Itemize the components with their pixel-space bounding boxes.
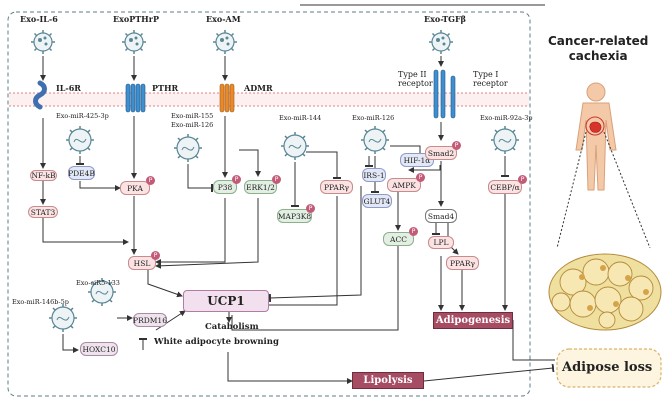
hsl-node: HSL — [128, 256, 156, 270]
mir126a-label: Exo-miR-126 — [171, 121, 214, 129]
acc-node: ACC — [383, 232, 414, 246]
catabolism-label: Catabolism — [205, 322, 259, 332]
mir425-label: Exo-miR-425-3p — [56, 112, 109, 120]
pka-node: PKA — [120, 181, 150, 195]
smad4-node: Smad4 — [425, 209, 457, 223]
adipose-loss-label: Adipose loss — [562, 360, 653, 375]
nfkb-node: NF-kB — [30, 170, 57, 181]
smad2-node: Smad2 — [425, 146, 457, 160]
erk-node: ERK1/2 — [244, 180, 277, 194]
mir92a-label: Exo-miR-92a-3p — [480, 114, 533, 122]
stat3-node: STAT3 — [28, 206, 58, 218]
mir144-label: Exo-miR-144 — [279, 114, 322, 122]
cir385-label: Exo-ciR5-133 — [76, 279, 120, 287]
ucp1-node: UCP1 — [183, 290, 269, 312]
phospho-badge: P — [518, 175, 527, 184]
p38-node: P38 — [213, 180, 237, 194]
exo-il6-label: Exo-IL-6 — [20, 14, 58, 24]
lpl-node: LPL — [428, 236, 454, 249]
type1-receptor-label: Type I receptor — [473, 70, 508, 89]
prdm16-node: PRDM16 — [133, 313, 167, 327]
phospho-badge: P — [306, 204, 315, 213]
cachexia-title: Cancer-related cachexia — [548, 34, 649, 63]
irs1-node: IRS-1 — [362, 168, 386, 182]
phospho-badge: P — [146, 176, 155, 185]
ampk-node: AMPK — [387, 178, 421, 192]
hoxc10-node: HOXC10 — [80, 342, 118, 356]
pthr-label: PTHR — [152, 83, 179, 93]
mir155-label: Exo-miR-155 — [171, 112, 214, 120]
adipose-tissue-image — [548, 253, 662, 331]
phospho-badge: P — [409, 227, 418, 236]
phospho-badge: P — [232, 175, 241, 184]
phospho-badge: P — [452, 141, 461, 150]
phospho-badge: P — [416, 173, 425, 182]
exo-tgfb-label: Exo-TGFβ — [424, 14, 466, 24]
map3k8-node: MAP3K8 — [277, 209, 312, 223]
pde4b-node: PDE4B — [68, 166, 95, 180]
ppary1-node: PPARγ — [320, 180, 353, 194]
lipolysis-box: Lipolysis — [352, 372, 424, 389]
mir126b-label: Exo-miR-126 — [352, 114, 395, 122]
adipogenesis-box: Adipogenesis — [433, 312, 513, 329]
ppary2-node: PPARγ — [446, 256, 479, 270]
cebpa-node: CEBP/α — [488, 180, 522, 194]
exo-pthrp-label: ExoPTHrP — [113, 14, 159, 24]
mir146b-label: Exo-miR-146b-5p — [12, 298, 69, 306]
exo-am-label: Exo-AM — [206, 14, 241, 24]
admr-label: ADMR — [244, 83, 273, 93]
browning-label: White adipocyte browning — [154, 337, 279, 347]
glut4-node: GLUT4 — [362, 194, 392, 208]
phospho-badge: P — [151, 251, 160, 260]
phospho-badge: P — [272, 175, 281, 184]
type2-receptor-label: Type II receptor — [398, 70, 433, 89]
il6r-label: IL-6R — [56, 83, 81, 93]
